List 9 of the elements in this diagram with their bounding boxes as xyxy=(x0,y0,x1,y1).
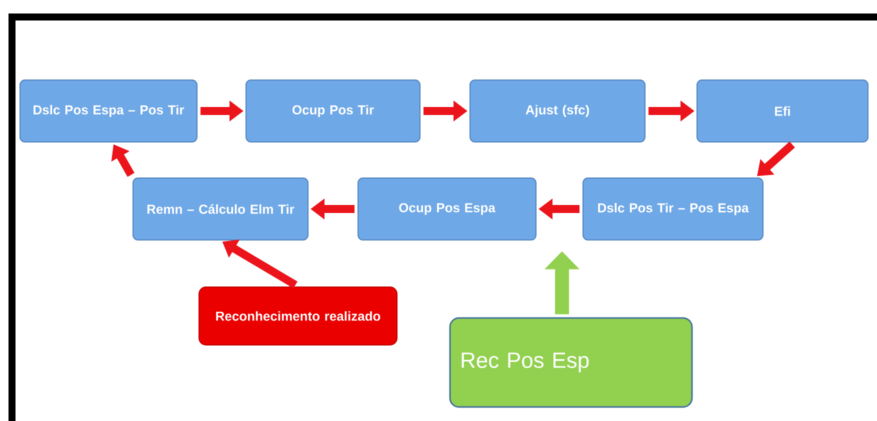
input-box: Rec Pos Esp xyxy=(449,317,693,408)
process-box: Ocup Pos Tir xyxy=(246,80,420,142)
process-box: Dslc Pos Tir – Pos Espa xyxy=(582,178,764,240)
trigger-box: Reconhecimento realizado xyxy=(198,286,398,346)
process-box: Ocup Pos Espa xyxy=(358,178,536,240)
process-box: Remn – Cálculo Elm Tir xyxy=(132,178,308,240)
process-box: Dslc Pos Espa – Pos Tir xyxy=(20,80,198,142)
process-box: Ajust (sfc) xyxy=(470,80,646,142)
process-box: Efi xyxy=(696,80,868,142)
